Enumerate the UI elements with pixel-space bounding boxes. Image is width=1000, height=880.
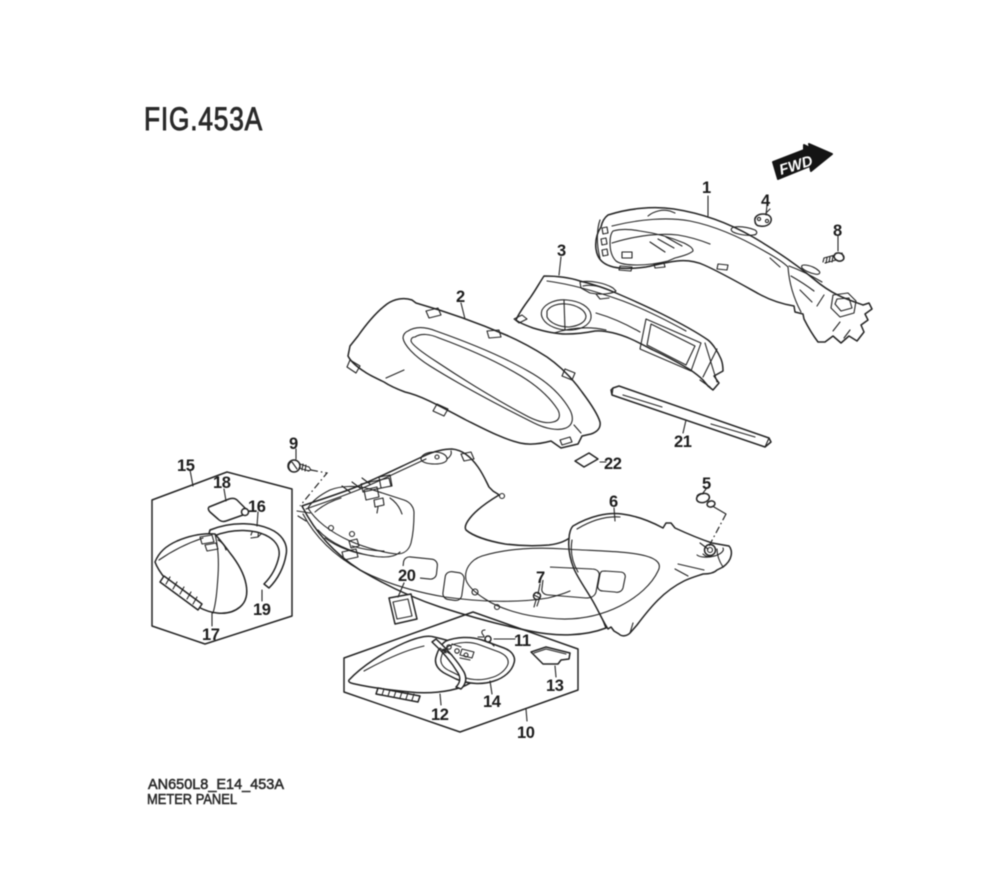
svg-text:1: 1	[702, 179, 711, 197]
svg-text:18: 18	[213, 474, 231, 492]
svg-text:21: 21	[674, 433, 692, 451]
svg-text:19: 19	[253, 601, 271, 619]
svg-text:2: 2	[456, 288, 465, 306]
svg-text:22: 22	[604, 455, 622, 473]
svg-text:9: 9	[289, 435, 298, 453]
svg-text:14: 14	[483, 693, 502, 711]
svg-text:3: 3	[557, 242, 566, 260]
svg-text:FIG.453A: FIG.453A	[144, 101, 263, 137]
svg-text:AN650L8_E14_453A: AN650L8_E14_453A	[148, 776, 284, 793]
svg-text:15: 15	[177, 457, 195, 475]
svg-text:METER PANEL: METER PANEL	[147, 791, 237, 808]
svg-text:7: 7	[536, 569, 545, 587]
svg-text:13: 13	[546, 677, 564, 695]
svg-text:10: 10	[517, 724, 535, 742]
svg-text:4: 4	[761, 192, 771, 210]
svg-text:20: 20	[398, 567, 416, 585]
svg-text:17: 17	[202, 626, 220, 644]
svg-text:5: 5	[702, 475, 711, 493]
svg-text:11: 11	[514, 632, 531, 650]
svg-text:8: 8	[833, 222, 842, 240]
svg-text:16: 16	[248, 498, 266, 516]
svg-text:6: 6	[609, 493, 618, 511]
svg-text:12: 12	[431, 706, 449, 724]
